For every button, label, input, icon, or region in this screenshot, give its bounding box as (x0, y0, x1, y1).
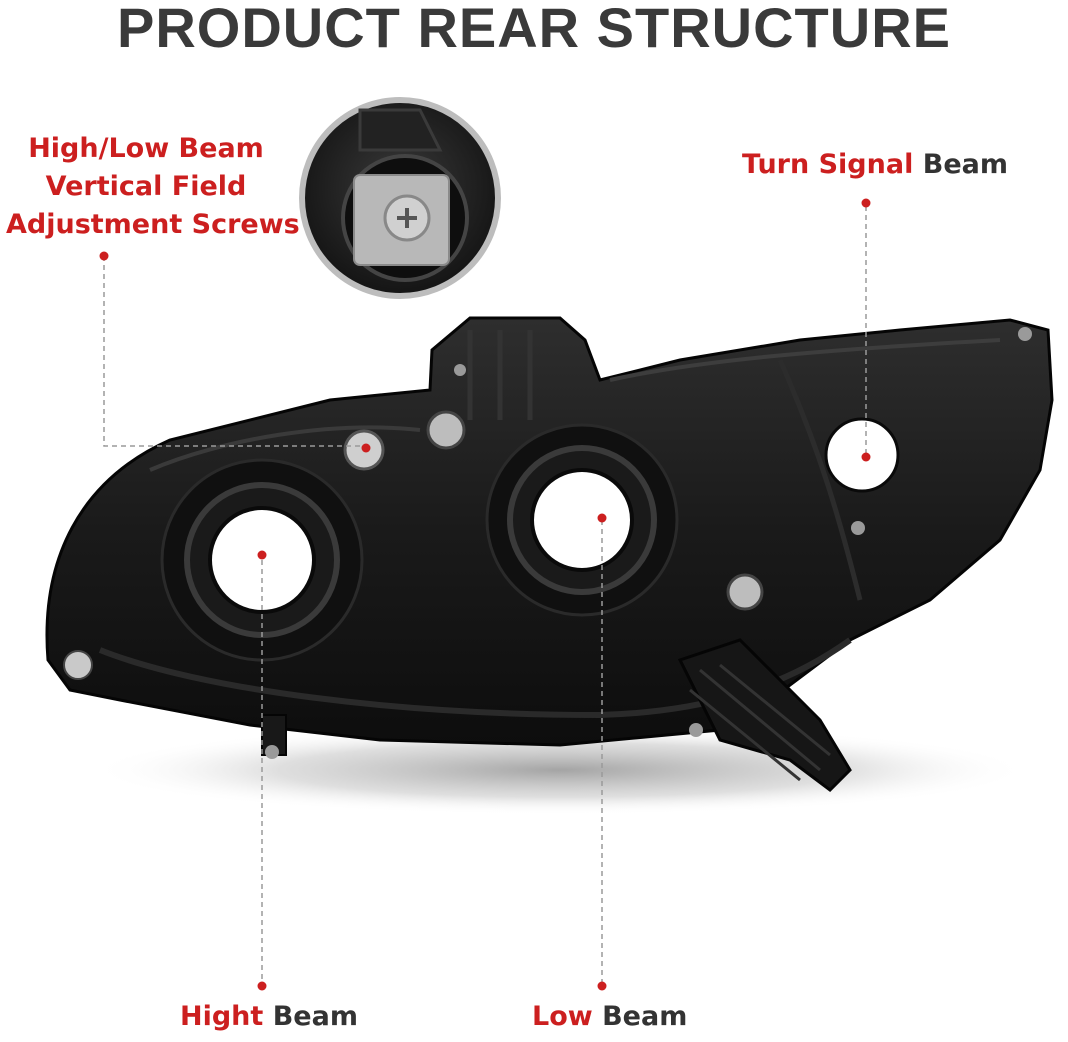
dot-turn-opening (861, 452, 871, 462)
mounting-bolt (851, 521, 865, 535)
adjust-label-line-1: High/Low Beam (28, 133, 264, 164)
low-beam-rest: Beam (592, 1001, 688, 1032)
leader-lines (103, 206, 867, 985)
housing-ridge (149, 425, 421, 472)
low-beam-highlight: Low (532, 1001, 593, 1032)
turn-signal-label: Turn Signal Beam (742, 146, 1008, 184)
dot-low-opening (597, 513, 607, 523)
turn-signal-highlight: Turn Signal (742, 149, 914, 180)
high-beam-rest: Beam (263, 1001, 358, 1032)
mounting-bolt (689, 723, 703, 737)
mounting-bolt (63, 650, 93, 680)
adjust-label-line-2: Vertical Field (45, 171, 247, 202)
bracket-ribs (689, 663, 831, 782)
dot-adjust-top (99, 251, 109, 261)
mounting-bolt (454, 364, 466, 376)
page-title: PRODUCT REAR STRUCTURE (117, 0, 951, 59)
dot-low-bottom (597, 981, 607, 991)
dot-high-opening (257, 550, 267, 560)
adjustment-screw (426, 410, 466, 450)
adjustment-screws-label: High/Low Beam Vertical Field Adjustment … (6, 130, 300, 244)
mounting-bolt (1018, 327, 1032, 341)
high-beam-label: Hight Beam (180, 998, 358, 1036)
turn-signal-rest: Beam (913, 149, 1008, 180)
mounting-bolt (265, 745, 279, 759)
dot-turn-top (861, 198, 871, 208)
housing-ridge (777, 358, 863, 601)
mounting-bracket (677, 638, 852, 792)
dot-adjust-screw (361, 443, 371, 453)
housing-ridge (609, 338, 1001, 382)
phillips-cross (397, 208, 417, 228)
housing-ridge (467, 330, 533, 420)
high-beam-highlight: Hight (180, 1001, 264, 1032)
callout-dots (99, 198, 871, 991)
screw-detail-inset (299, 97, 501, 299)
low-beam-opening (530, 468, 634, 572)
dot-high-bottom (257, 981, 267, 991)
adjust-label-line-3: Adjustment Screws (6, 209, 300, 240)
adjustment-screw (726, 573, 764, 611)
low-beam-label: Low Beam (532, 998, 687, 1036)
leader-adjust (103, 256, 364, 447)
